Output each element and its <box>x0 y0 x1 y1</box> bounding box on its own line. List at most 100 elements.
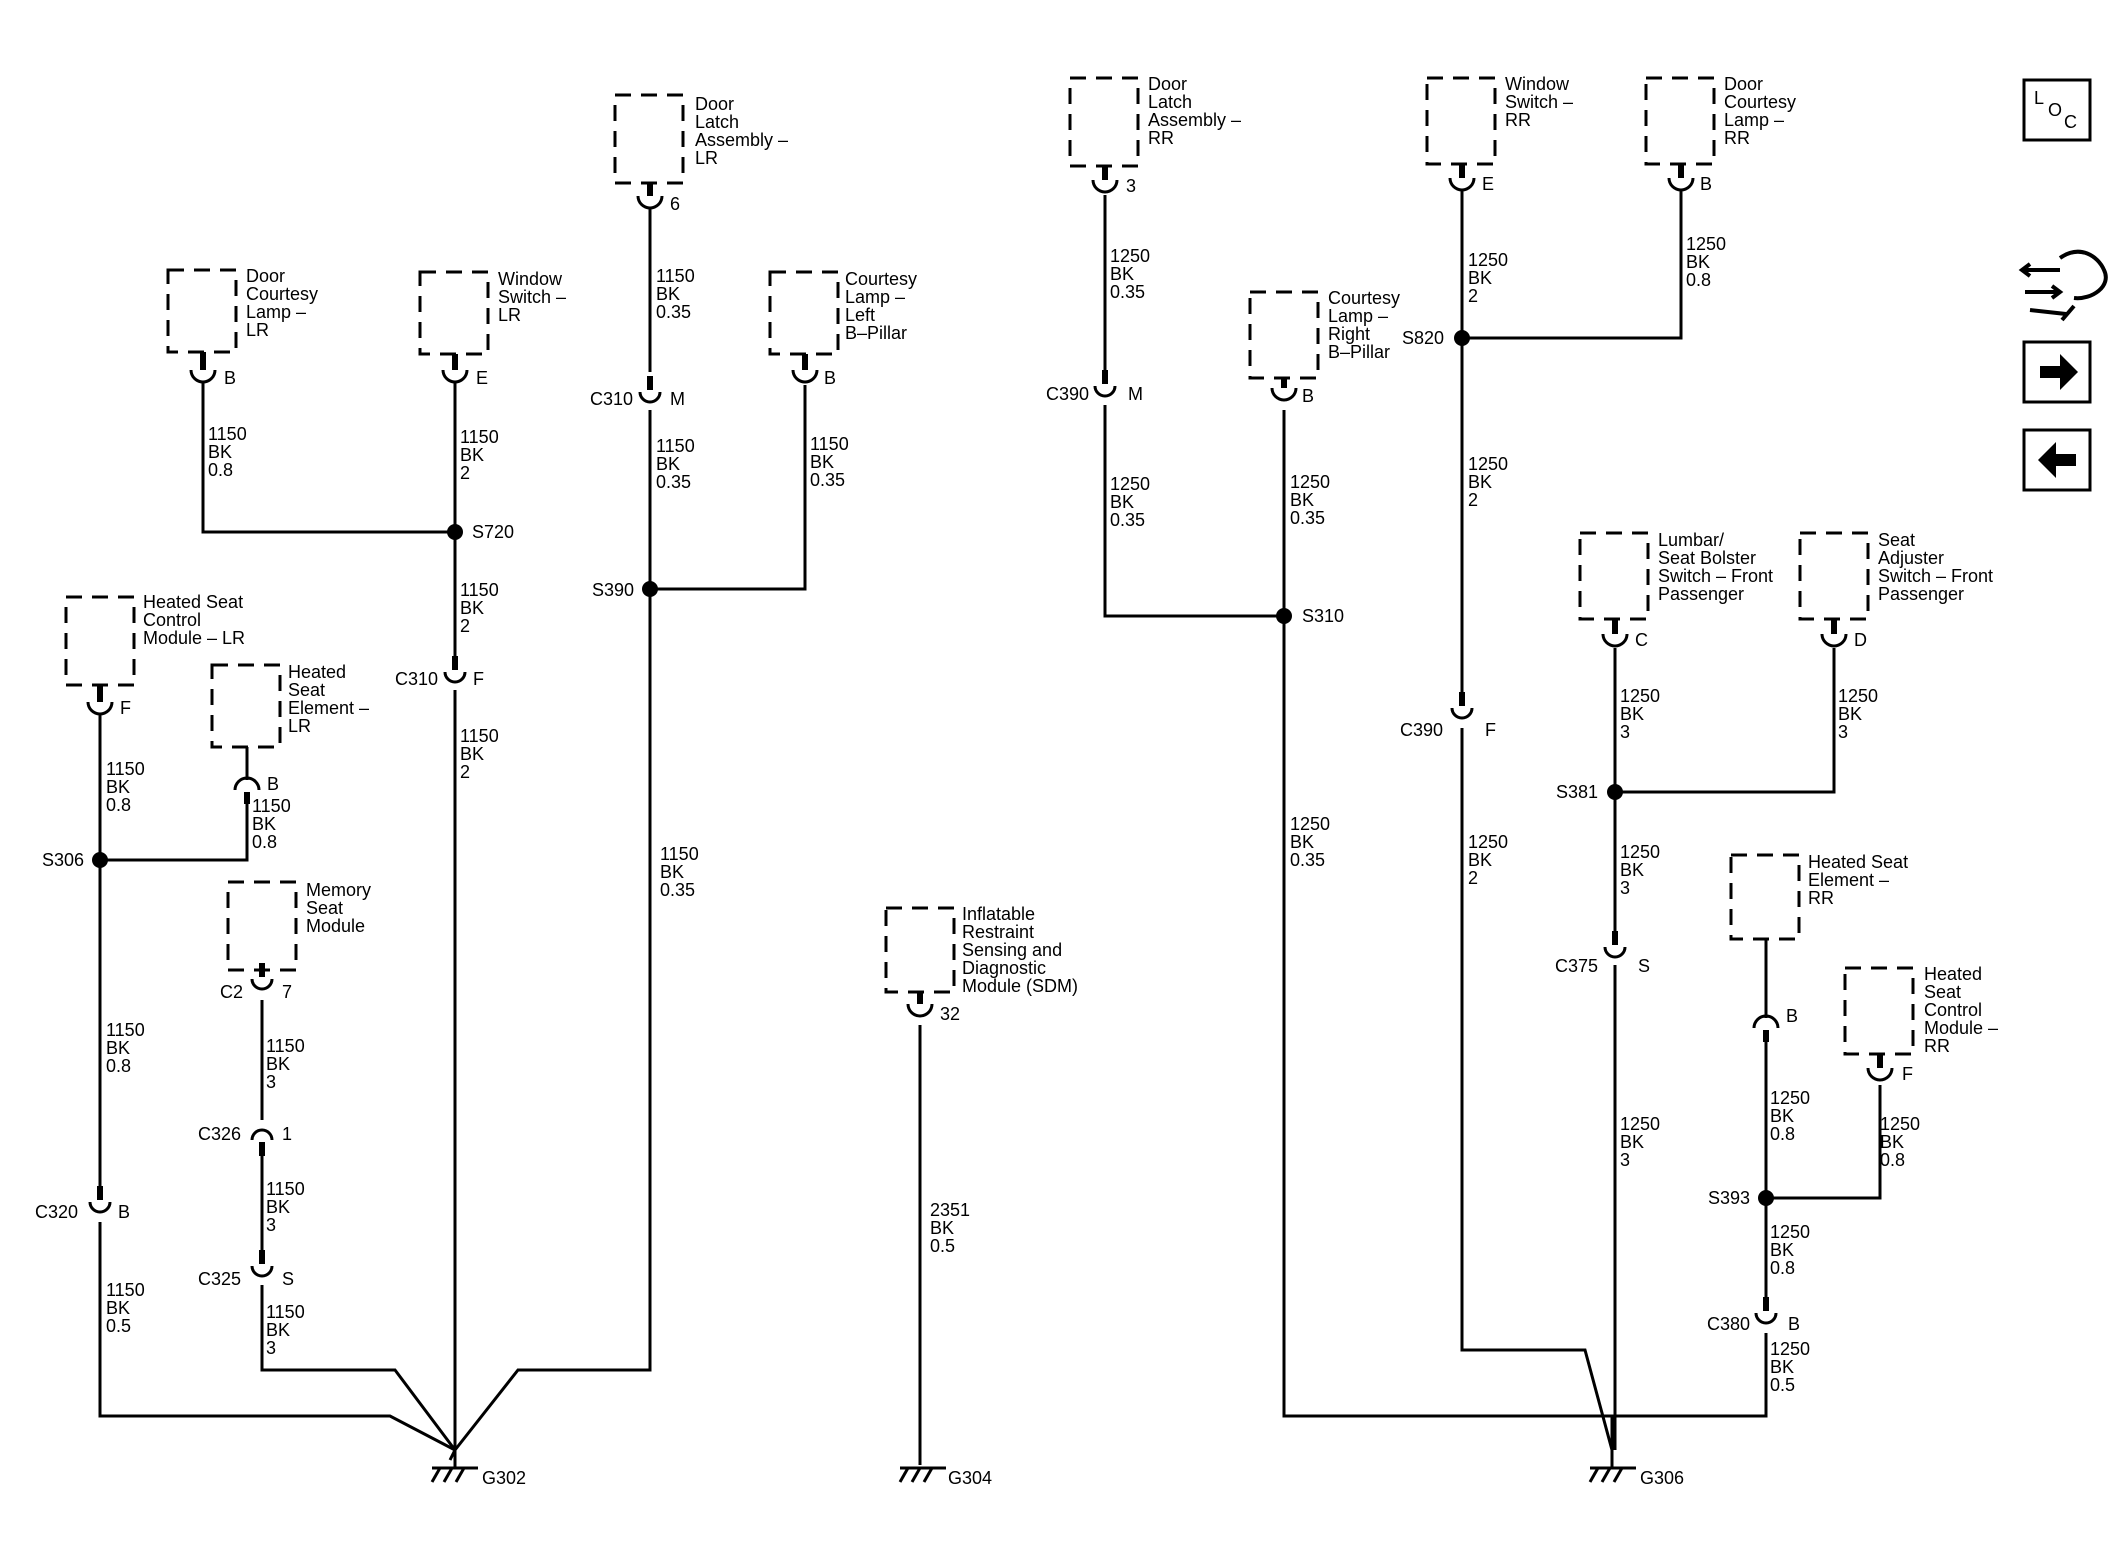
connector-pin-c2: 7 <box>282 982 292 1002</box>
connector-pin-c375: S <box>1638 956 1650 976</box>
component-box <box>884 906 956 994</box>
component-pin-label: D <box>1854 630 1867 650</box>
component-box <box>1578 531 1650 621</box>
component-box <box>418 270 490 356</box>
splice-label-s720: S720 <box>472 522 514 542</box>
connector-symbol-c380 <box>1754 1297 1778 1325</box>
connector-label-c325: C325 <box>198 1269 241 1289</box>
connector-pin-c320: B <box>118 1202 130 1222</box>
connector-pin-c380: B <box>1788 1314 1800 1334</box>
component-pin-label: 3 <box>1126 176 1136 196</box>
splice-label-s393: S393 <box>1708 1188 1750 1208</box>
loc-letter-l: L <box>2034 88 2044 108</box>
connector-symbol-c325 <box>250 1250 274 1278</box>
wires-right <box>1103 190 1882 1451</box>
wires-left <box>98 208 807 1461</box>
component-connector-symbol <box>1448 164 1476 192</box>
splice-dot-s393 <box>1758 1190 1774 1206</box>
component-box <box>210 663 282 749</box>
connector-pin-c310-f: F <box>473 669 484 689</box>
loc-button[interactable]: L O C <box>2022 78 2092 142</box>
ground-label-g302: G302 <box>482 1468 526 1488</box>
component-connector-symbol <box>791 354 819 384</box>
splice-dot-s306 <box>92 852 108 868</box>
splice-labels: S720 S390 S306 S310 S820 S381 S393 <box>42 328 1750 1208</box>
component-pin-label: 32 <box>940 1004 960 1024</box>
connector-label-c390-f: C390 <box>1400 720 1443 740</box>
component-pin-label: F <box>1902 1064 1913 1084</box>
grounds: G302 G304 G306 <box>430 1450 1684 1488</box>
splice-dot-s720 <box>447 524 463 540</box>
connector-label-c310-m: C310 <box>590 389 633 409</box>
component-box <box>1798 531 1870 621</box>
connector-label-c2: C2 <box>220 982 243 1002</box>
component-connector-symbol <box>636 183 664 210</box>
component-connector-symbol <box>1820 619 1848 648</box>
component-connector-symbol <box>1667 164 1695 192</box>
loc-letter-c: C <box>2064 112 2077 132</box>
component-box <box>1644 76 1716 166</box>
connector-pin-c390-m: M <box>1128 384 1143 404</box>
component-connector-symbol <box>86 685 114 716</box>
component-box <box>166 268 238 354</box>
component-pin-label: 6 <box>670 194 680 214</box>
harness-routing-icon[interactable] <box>2018 249 2108 322</box>
component-connector-symbol <box>233 747 261 804</box>
next-arrow-button[interactable] <box>2022 340 2092 404</box>
connector-symbol-c310-f <box>443 656 467 684</box>
connector-label-c375: C375 <box>1555 956 1598 976</box>
component-pin-label: B <box>1700 174 1712 194</box>
connector-label-c310-f: C310 <box>395 669 438 689</box>
previous-arrow-button[interactable] <box>2022 428 2092 492</box>
ground-symbol-g304 <box>898 1466 946 1483</box>
component-box <box>64 595 136 687</box>
connector-label-c390-m: C390 <box>1046 384 1089 404</box>
splice-label-s390: S390 <box>592 580 634 600</box>
component-box <box>226 880 298 972</box>
ground-label-g304: G304 <box>948 1468 992 1488</box>
component-box <box>1843 966 1915 1056</box>
component-box <box>1425 76 1497 166</box>
component-pin-label: B <box>824 368 836 388</box>
splice-label-s381: S381 <box>1556 782 1598 802</box>
connector-labels: C310 M C310 F C2 7 C326 1 C325 S C320 B … <box>35 384 1800 1334</box>
connector-pin-c326: 1 <box>282 1124 292 1144</box>
splice-dot-s390 <box>642 581 658 597</box>
component-pin-label: B <box>1302 386 1314 406</box>
